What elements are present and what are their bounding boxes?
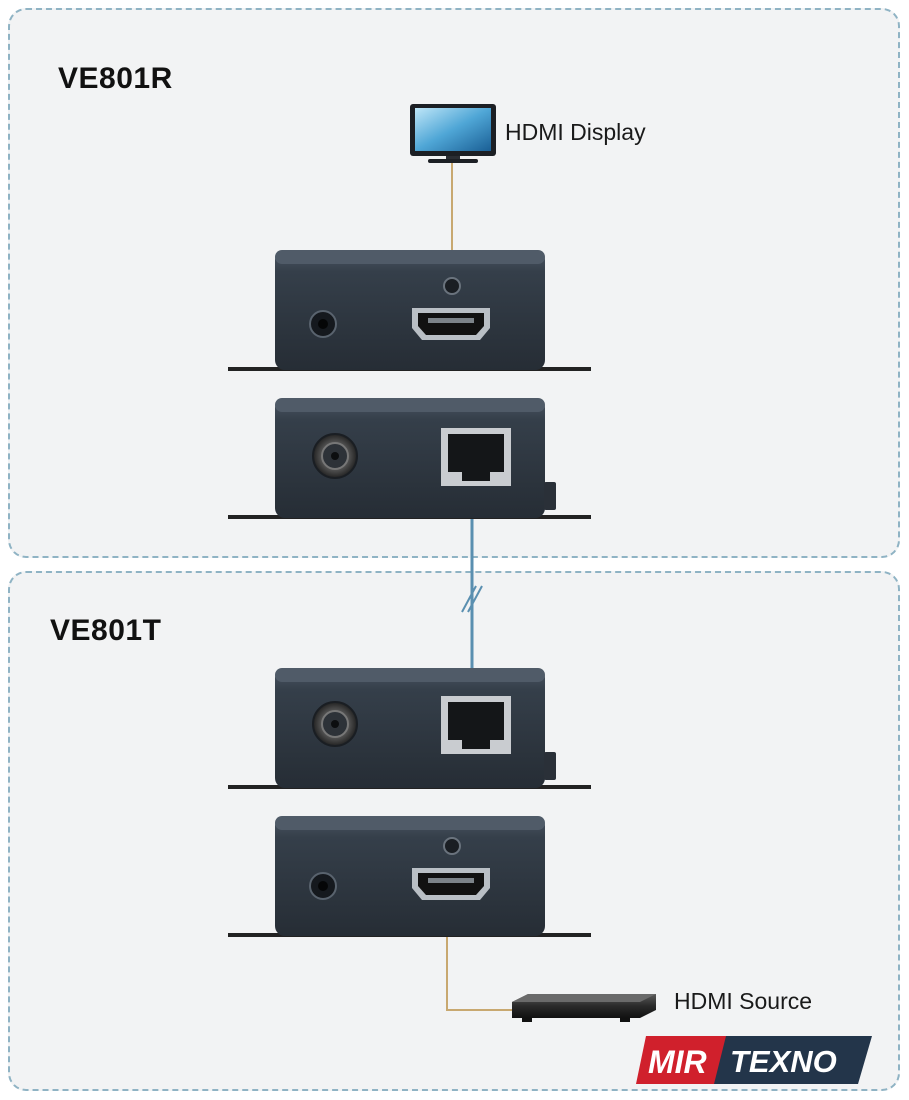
hdmi-display-label: HDMI Display — [505, 119, 646, 145]
cable-break-mark-1 — [461, 585, 477, 613]
hdmi-cable-source — [446, 935, 512, 1011]
receiver-hdmi-port-icon — [412, 308, 490, 340]
mirtexno-logo: MIR TEXNO — [636, 1036, 872, 1084]
transmitter-rj45-port-icon — [441, 696, 511, 754]
transmitter-led-icon — [443, 837, 461, 855]
logo-texno-text: TEXNO — [730, 1044, 837, 1079]
transmitter-power-jack-icon — [309, 872, 337, 900]
logo-mir-text: MIR — [648, 1044, 707, 1080]
transmitter-hdmi-panel — [228, 816, 591, 937]
transmitter-dc-connector-icon — [312, 701, 358, 747]
cable-break-mark-2 — [467, 585, 483, 613]
receiver-rj45-panel — [228, 398, 591, 519]
hdmi-source-label: HDMI Source — [674, 988, 813, 1014]
transmitter-hdmi-port-icon — [412, 868, 490, 900]
receiver-power-jack-icon — [309, 310, 337, 338]
transmitter-title: VE801T — [50, 614, 162, 647]
receiver-rj45-port-icon — [441, 428, 511, 486]
receiver-led-icon — [443, 277, 461, 295]
media-player-icon — [512, 994, 656, 1022]
transmitter-rj45-panel — [228, 668, 591, 789]
receiver-title: VE801R — [58, 62, 173, 95]
receiver-dc-connector-icon — [312, 433, 358, 479]
receiver-hdmi-panel — [228, 250, 591, 371]
monitor-icon — [410, 104, 496, 163]
